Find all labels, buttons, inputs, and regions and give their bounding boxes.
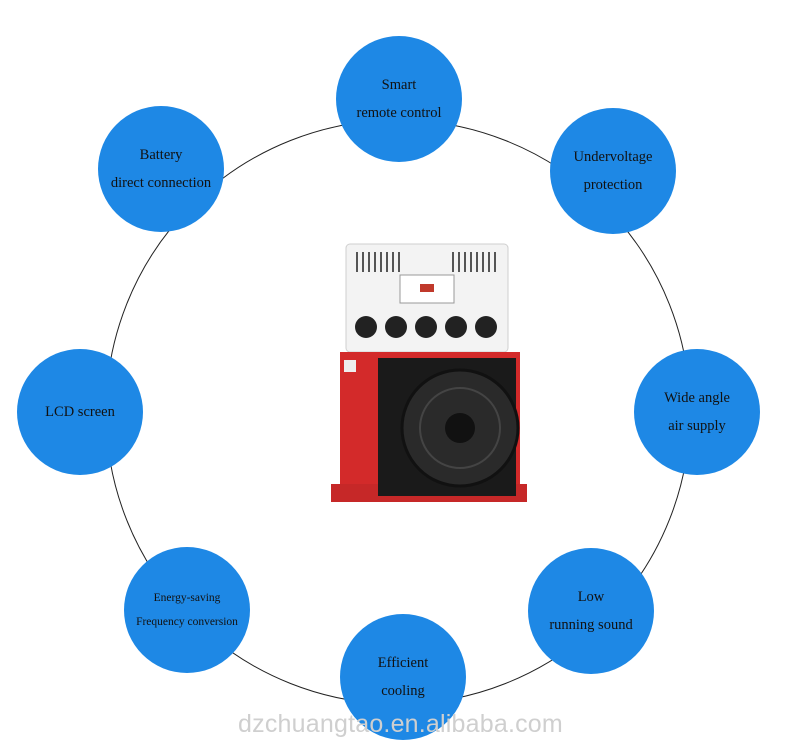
ac-outlet-vents bbox=[355, 316, 497, 338]
feature-line: Undervoltage bbox=[573, 149, 653, 165]
feature-line: Efficient bbox=[377, 655, 429, 671]
feature-line: cooling bbox=[381, 683, 425, 699]
feature-efficient-cooling: Efficient cooling bbox=[340, 614, 466, 740]
ac-fan-hub bbox=[445, 413, 475, 443]
feature-line: remote control bbox=[356, 105, 442, 121]
feature-undervoltage: Undervoltage protection bbox=[550, 108, 676, 234]
feature-line: direct connection bbox=[110, 175, 212, 191]
feature-line: LCD screen bbox=[45, 404, 115, 420]
watermark: dzchuangtao.en.alibaba.com bbox=[238, 710, 563, 738]
feature-line: running sound bbox=[549, 617, 633, 633]
ac-display bbox=[420, 284, 434, 292]
feature-line: protection bbox=[583, 177, 643, 193]
feature-wide-angle: Wide angle air supply bbox=[634, 349, 760, 475]
feature-lcd-screen: LCD screen bbox=[17, 349, 143, 475]
feature-line: air supply bbox=[668, 418, 726, 434]
ac-label-sticker bbox=[344, 360, 356, 372]
feature-smart-remote: Smart remote control bbox=[336, 36, 462, 162]
feature-line: Wide angle bbox=[664, 390, 730, 406]
feature-line: Low bbox=[577, 589, 605, 605]
feature-energy-saving: Energy-saving Frequency conversion bbox=[124, 547, 250, 673]
feature-battery: Battery direct connection bbox=[98, 106, 224, 232]
feature-line: Frequency conversion bbox=[136, 616, 238, 628]
feature-line: Energy-saving bbox=[153, 592, 221, 604]
feature-line: Smart bbox=[381, 77, 417, 93]
feature-line: Battery bbox=[139, 147, 183, 163]
ac-top-vents bbox=[356, 252, 496, 272]
ac-fan-ring bbox=[419, 387, 501, 469]
feature-low-sound: Low running sound bbox=[528, 548, 654, 674]
